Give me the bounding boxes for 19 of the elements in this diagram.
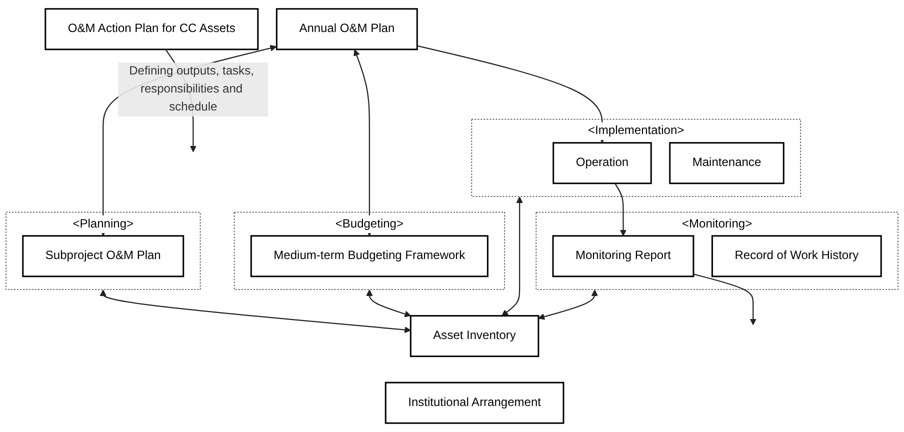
arrow bbox=[366, 290, 412, 318]
node-box: Record of Work History bbox=[711, 235, 882, 278]
arrow bbox=[354, 49, 373, 236]
arrow bbox=[693, 274, 756, 326]
edge-label: Defining outputs, tasks, responsibilities and schedule bbox=[129, 64, 254, 114]
arrow bbox=[100, 290, 411, 334]
node-box: O&M Action Plan for CC Assets bbox=[44, 8, 259, 50]
node-box: Monitoring Report bbox=[552, 235, 694, 278]
arrow bbox=[502, 196, 523, 316]
arrow bbox=[417, 45, 606, 144]
node-box: Asset Inventory bbox=[410, 315, 540, 358]
arrow bbox=[614, 183, 627, 236]
arrow bbox=[538, 290, 598, 320]
node-box: Institutional Arrangement bbox=[384, 382, 564, 424]
node-box: Maintenance bbox=[669, 142, 784, 184]
node-box: Medium-term Budgeting Framework bbox=[250, 235, 488, 278]
node-box: Subproject O&M Plan bbox=[22, 235, 184, 278]
node-box: Annual O&M Plan bbox=[276, 8, 418, 50]
node-box: Operation bbox=[552, 142, 652, 184]
